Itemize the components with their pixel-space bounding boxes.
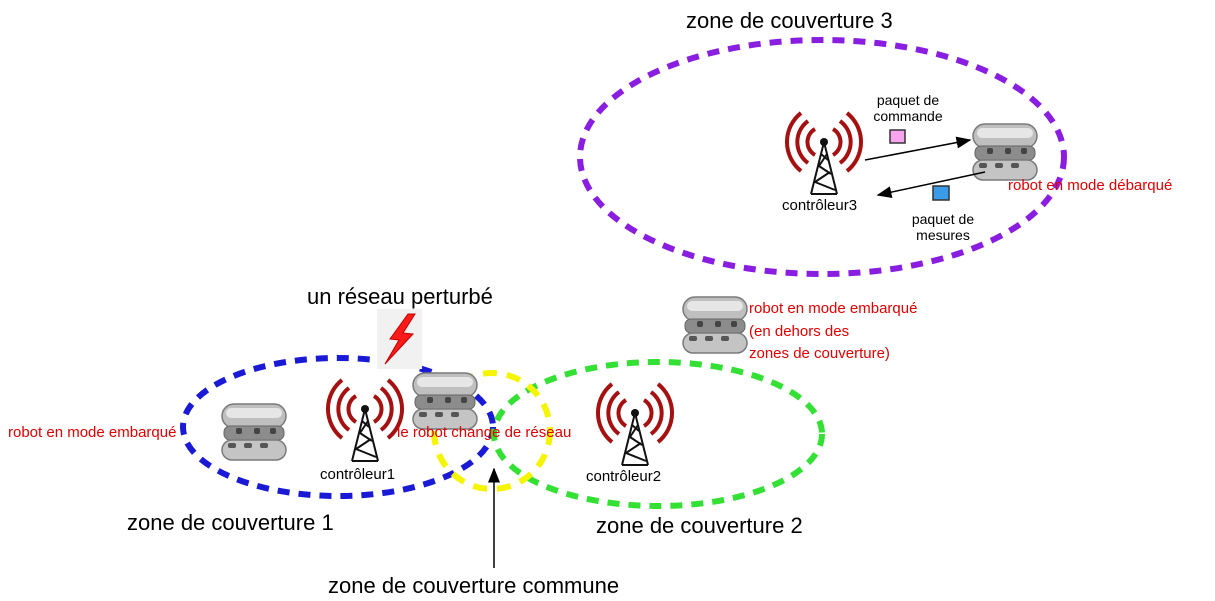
antenna-icon-controller1 [325,378,405,463]
controller1-label: contrôleur1 [320,466,396,483]
measures-packet-icon [932,185,950,201]
common-zone-title: zone de couverture commune [328,573,620,598]
robot-icon-disembarked [972,123,1038,181]
robot-left-label: robot en mode embarqué [8,424,177,441]
antenna-icon-controller3 [784,111,864,196]
command-arrow [864,136,972,161]
command-packet-label-line2: commande [873,108,943,125]
zone2-title: zone de couverture 2 [596,513,803,538]
measures-packet-label-line2: mesures [916,227,970,244]
measures-packet-label: paquet de mesures [898,211,988,243]
zone2-ellipse [491,359,825,509]
controller2-label: contrôleur2 [586,468,662,485]
robot-disembarked-label: robot en mode débarqué [1008,177,1173,194]
robot-icon-left [221,403,287,461]
zone3-title: zone de couverture 3 [686,8,893,33]
lightning-icon [377,309,422,369]
robot-outside-label-3: zones de couverture) [749,345,890,362]
robot-outside-label-2: (en dehors des [749,323,850,340]
common-zone-ellipse [431,370,553,492]
robot-icon-outside [682,296,748,354]
disturbed-network-title: un réseau perturbé [307,284,493,309]
robot-changing-network-label: le robot change de réseau [397,424,572,441]
measures-packet-label-line1: paquet de [911,211,975,227]
controller3-label: contrôleur3 [782,197,858,214]
measures-arrow [876,171,986,199]
zone1-ellipse [180,355,496,499]
command-packet-label-line1: paquet de [876,92,940,108]
robot-icon-changing-network [412,372,478,430]
command-packet-label: paquet de commande [863,92,953,124]
antenna-icon-controller2 [595,382,675,467]
zone1-title: zone de couverture 1 [127,510,334,535]
robot-outside-label-1: robot en mode embarqué [749,300,918,317]
command-packet-icon [889,129,906,144]
zone3-ellipse [577,37,1067,277]
